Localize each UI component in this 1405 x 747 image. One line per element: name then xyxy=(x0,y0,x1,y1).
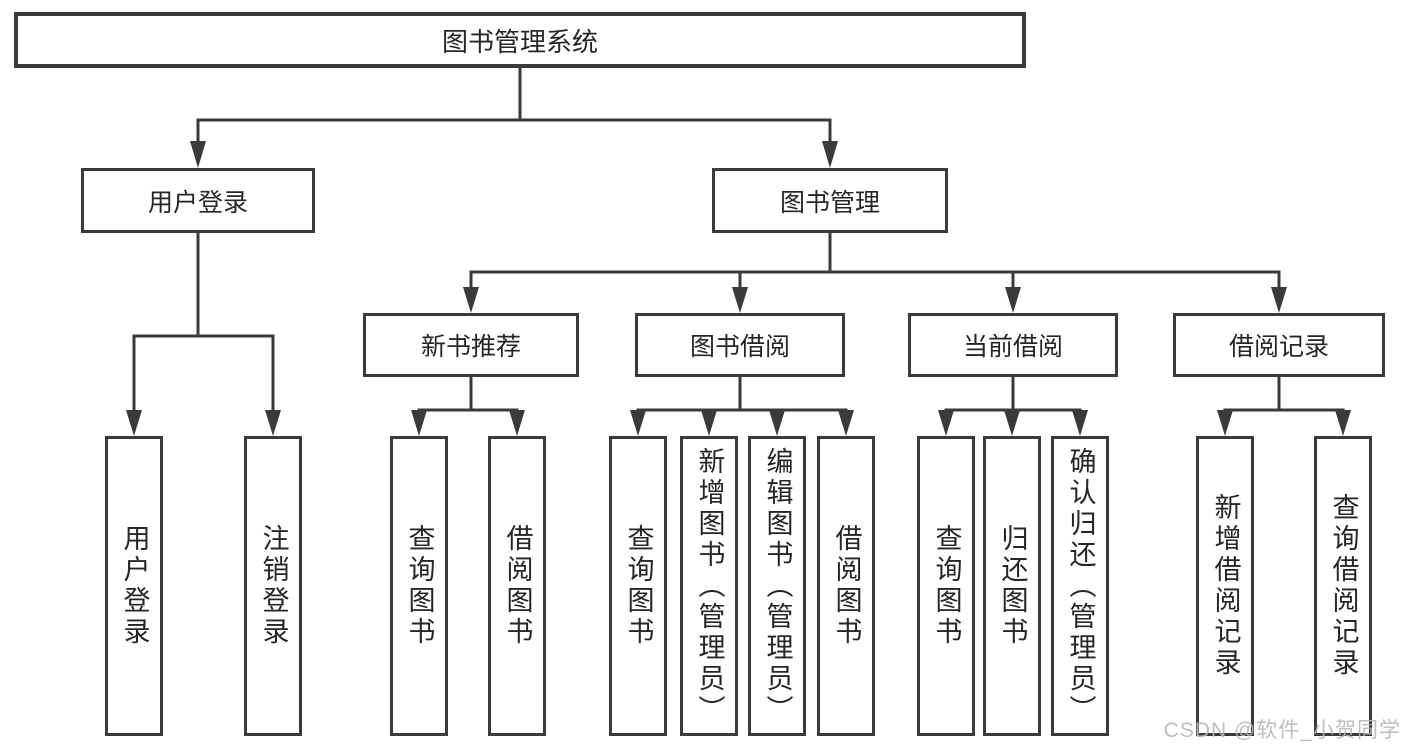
leaf-logout: 注销登录 xyxy=(244,436,302,736)
node-borrowing-records: 借阅记录 xyxy=(1173,313,1385,377)
leaf-records-query-record: 查询借阅记录 xyxy=(1314,436,1372,736)
leaf-recommend-borrow-books: 借阅图书 xyxy=(488,436,546,736)
leaf-user-login: 用户登录 xyxy=(105,436,163,736)
connector-recommend-to-leaves xyxy=(411,375,525,436)
leaf-current-return-books: 归还图书 xyxy=(983,436,1041,736)
connector-root-to-level2 xyxy=(190,66,838,168)
leaf-current-return-books-label: 归还图书 xyxy=(997,524,1028,648)
leaf-borrowing-query-books: 查询图书 xyxy=(609,436,667,736)
node-new-book-recommend-label: 新书推荐 xyxy=(420,333,521,361)
node-user-login: 用户登录 xyxy=(81,168,315,233)
leaf-borrowing-add-books-admin-label: 新增图书（管理员） xyxy=(694,446,725,726)
leaf-current-query-books: 查询图书 xyxy=(917,436,975,736)
leaf-records-query-record-label: 查询借阅记录 xyxy=(1328,493,1359,679)
leaf-user-login-label: 用户登录 xyxy=(119,524,150,648)
leaf-borrowing-query-books-label: 查询图书 xyxy=(623,524,654,648)
leaf-recommend-query-books-label: 查询图书 xyxy=(404,524,435,648)
leaf-borrowing-add-books-admin: 新增图书（管理员） xyxy=(680,436,738,736)
leaf-borrowing-edit-books-admin: 编辑图书（管理员） xyxy=(748,436,806,736)
node-book-management-label: 图书管理 xyxy=(779,188,880,217)
connector-login-to-leaves xyxy=(126,231,281,436)
leaf-records-add-record: 新增借阅记录 xyxy=(1196,436,1254,736)
node-root-label: 图书管理系统 xyxy=(441,26,598,57)
node-borrowing-records-label: 借阅记录 xyxy=(1228,333,1329,361)
leaf-borrowing-borrow-books: 借阅图书 xyxy=(817,436,875,736)
node-book-borrowing: 图书借阅 xyxy=(635,313,845,377)
leaf-borrowing-edit-books-admin-label: 编辑图书（管理员） xyxy=(762,446,793,726)
node-root-system: 图书管理系统 xyxy=(14,12,1026,68)
node-book-borrowing-label: 图书借阅 xyxy=(689,333,790,361)
leaf-recommend-query-books: 查询图书 xyxy=(390,436,448,736)
node-current-borrowing-label: 当前借阅 xyxy=(962,333,1063,361)
leaf-borrowing-borrow-books-label: 借阅图书 xyxy=(831,524,862,648)
leaf-logout-label: 注销登录 xyxy=(258,524,289,648)
leaf-records-add-record-label: 新增借阅记录 xyxy=(1210,493,1241,679)
node-current-borrowing: 当前借阅 xyxy=(908,313,1118,377)
leaf-current-confirm-return-admin-label: 确认归还（管理员） xyxy=(1065,446,1096,726)
leaf-current-query-books-label: 查询图书 xyxy=(931,524,962,648)
leaf-current-confirm-return-admin: 确认归还（管理员） xyxy=(1051,436,1109,736)
connector-current-to-leaves xyxy=(938,375,1088,436)
node-new-book-recommend: 新书推荐 xyxy=(363,313,579,377)
connector-borrowing-to-leaves xyxy=(630,375,854,436)
node-book-management: 图书管理 xyxy=(712,168,948,233)
connector-records-to-leaves xyxy=(1217,375,1351,436)
csdn-watermark: CSDN @软件_小贺同学 xyxy=(1163,719,1401,742)
leaf-recommend-borrow-books-label: 借阅图书 xyxy=(502,524,533,648)
node-user-login-label: 用户登录 xyxy=(147,188,248,217)
connector-mgmt-to-level3 xyxy=(463,231,1287,313)
